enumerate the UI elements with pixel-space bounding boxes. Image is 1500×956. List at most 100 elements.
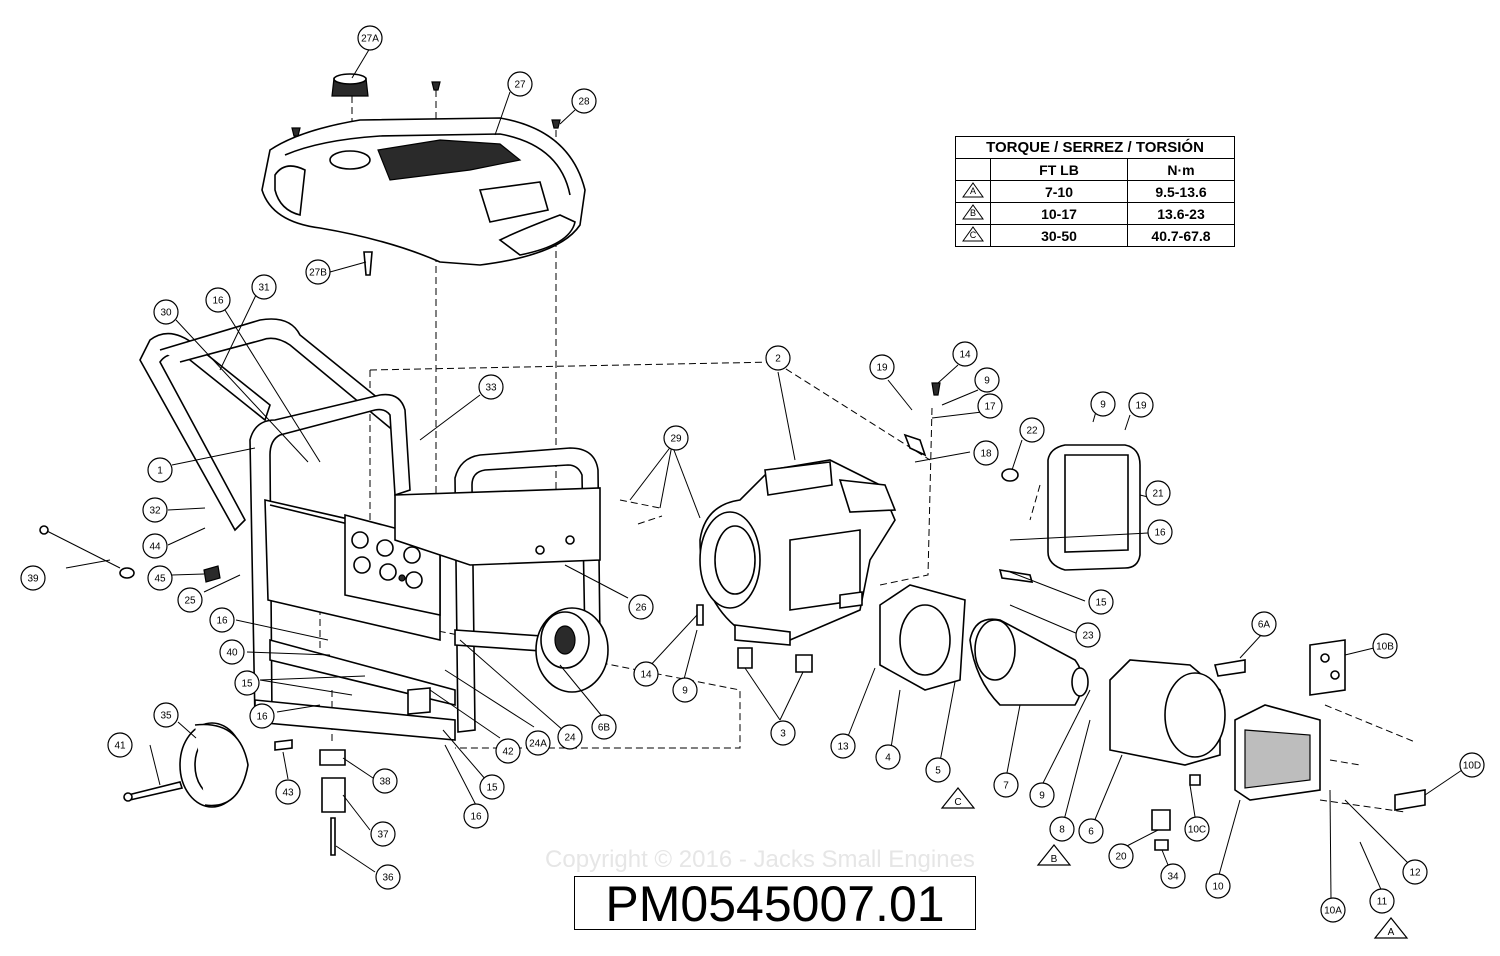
svg-text:13: 13 — [837, 742, 849, 753]
callout-40: 40 — [219, 639, 245, 665]
svg-text:27: 27 — [514, 80, 526, 91]
svg-text:10B: 10B — [1376, 642, 1394, 653]
svg-text:22: 22 — [1026, 426, 1038, 437]
callout-15: 15 — [479, 774, 505, 800]
svg-text:12: 12 — [1409, 868, 1421, 879]
callout-14: 14 — [952, 341, 978, 367]
callout-9: 9 — [974, 367, 1000, 393]
torque-table-header-blank — [955, 158, 991, 181]
callout-10d: 10D — [1459, 752, 1485, 778]
torque-table-row: B 10-17 13.6-23 — [955, 202, 1235, 225]
svg-text:9: 9 — [1039, 791, 1045, 802]
svg-text:9: 9 — [1100, 400, 1106, 411]
callout-45: 45 — [147, 565, 173, 591]
callout-29: 29 — [663, 425, 689, 451]
callout-41: 41 — [107, 732, 133, 758]
callout-9: 9 — [1029, 782, 1055, 808]
callout-32: 32 — [142, 497, 168, 523]
wheel-right — [535, 607, 609, 693]
callout-39: 39 — [20, 565, 46, 591]
callout-25: 25 — [177, 587, 203, 613]
engine-mount-plate — [394, 487, 601, 566]
svg-text:14: 14 — [959, 350, 971, 361]
torque-table-row: A 7-10 9.5-13.6 — [955, 180, 1235, 203]
callout-2: 2 — [765, 345, 791, 371]
callout-9: 9 — [1090, 391, 1116, 417]
callout-6a: 6A — [1251, 611, 1277, 637]
callout-14: 14 — [633, 661, 659, 687]
svg-text:14: 14 — [640, 670, 652, 681]
svg-text:31: 31 — [258, 283, 270, 294]
callout-20: 20 — [1108, 843, 1134, 869]
svg-text:2: 2 — [775, 354, 781, 365]
torque-mark-c: C — [940, 787, 976, 809]
svg-text:15: 15 — [1095, 598, 1107, 609]
svg-text:6: 6 — [1088, 827, 1094, 838]
callout-19: 19 — [1128, 392, 1154, 418]
svg-text:20: 20 — [1115, 852, 1127, 863]
callout-43: 43 — [275, 779, 301, 805]
svg-text:41: 41 — [114, 741, 126, 752]
torque-ft-value: 10-17 — [990, 202, 1128, 225]
torque-table-title: TORQUE / SERREZ / TORSIÓN — [955, 136, 1235, 159]
svg-text:23: 23 — [1082, 631, 1094, 642]
torque-table-header-nm: N·m — [1127, 158, 1235, 181]
muffler — [903, 382, 1141, 583]
torque-ft-value: 30-50 — [990, 224, 1128, 247]
svg-text:43: 43 — [282, 788, 294, 799]
svg-text:26: 26 — [635, 603, 647, 614]
svg-text:6B: 6B — [598, 723, 611, 734]
engine — [696, 459, 897, 673]
torque-symbol: B — [955, 202, 991, 225]
leader-lines — [65, 47, 1466, 901]
copyright-watermark: Copyright © 2016 - Jacks Small Engines — [545, 846, 975, 873]
svg-text:1: 1 — [157, 466, 163, 477]
callout-4: 4 — [875, 744, 901, 770]
axle-and-hardware — [123, 687, 431, 856]
callout-23: 23 — [1075, 622, 1101, 648]
svg-text:27B: 27B — [309, 268, 327, 279]
callout-27a: 27A — [357, 25, 383, 51]
torque-ft-value: 7-10 — [990, 180, 1128, 203]
svg-text:6A: 6A — [1258, 620, 1271, 631]
callout-17: 17 — [977, 393, 1003, 419]
svg-text:32: 32 — [149, 506, 161, 517]
torque-mark-a: A — [1373, 917, 1409, 939]
torque-nm-value: 40.7-67.8 — [1127, 224, 1235, 247]
svg-text:17: 17 — [984, 402, 996, 413]
svg-text:42: 42 — [502, 747, 514, 758]
svg-text:28: 28 — [578, 97, 590, 108]
callout-38: 38 — [372, 768, 398, 794]
svg-text:44: 44 — [149, 542, 161, 553]
callout-16: 16 — [209, 607, 235, 633]
oil-dipstick — [39, 525, 221, 583]
svg-text:30: 30 — [160, 308, 172, 319]
svg-text:15: 15 — [486, 783, 498, 794]
torque-nm-value: 9.5-13.6 — [1127, 180, 1235, 203]
callout-28: 28 — [571, 88, 597, 114]
callout-13: 13 — [830, 733, 856, 759]
torque-symbol: A — [955, 180, 991, 203]
svg-text:16: 16 — [470, 812, 482, 823]
callout-7: 7 — [993, 772, 1019, 798]
callout-6b: 6B — [591, 714, 617, 740]
svg-text:40: 40 — [226, 648, 238, 659]
callout-33: 33 — [478, 374, 504, 400]
blower-housing — [879, 584, 966, 691]
callout-10a: 10A — [1320, 897, 1346, 923]
callout-27: 27 — [507, 71, 533, 97]
svg-text:33: 33 — [485, 383, 497, 394]
svg-text:16: 16 — [1154, 528, 1166, 539]
wheel-left — [179, 722, 249, 808]
svg-text:34: 34 — [1167, 872, 1179, 883]
callout-24: 24 — [557, 724, 583, 750]
svg-text:18: 18 — [980, 449, 992, 460]
callout-26: 26 — [628, 594, 654, 620]
svg-text:7: 7 — [1003, 781, 1009, 792]
callout-31: 31 — [251, 274, 277, 300]
stator-housing — [1109, 659, 1246, 786]
callout-16: 16 — [205, 287, 231, 313]
svg-text:16: 16 — [212, 296, 224, 307]
end-cover — [1151, 639, 1426, 851]
